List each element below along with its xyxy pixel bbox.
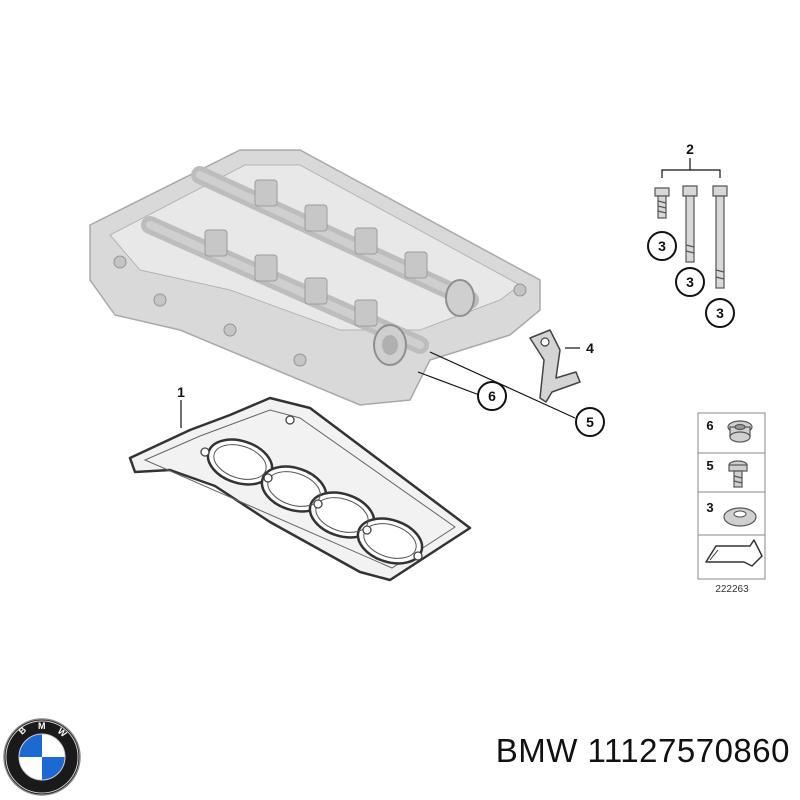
callout-3-b: 3 — [686, 274, 694, 290]
diagram-id: 222263 — [715, 584, 749, 595]
plug-screw-icon — [727, 420, 753, 443]
callout-1: 1 — [177, 384, 185, 400]
arrow-icon — [705, 539, 763, 567]
washer-icon — [723, 507, 757, 527]
callout-circles — [477, 231, 735, 437]
long-bolt-2 — [712, 185, 728, 289]
callout-3-a: 3 — [658, 238, 666, 254]
callout-5: 5 — [586, 414, 594, 430]
callout-4: 4 — [586, 340, 594, 356]
legend-num-6: 6 — [706, 418, 713, 433]
part-number-caption: BMW 11127570860 — [495, 732, 790, 769]
bolt-icon — [728, 460, 748, 488]
cylinder-head-illustration — [89, 149, 541, 406]
svg-text:M: M — [38, 721, 46, 731]
short-bolt — [654, 187, 670, 219]
callout-6: 6 — [488, 388, 496, 404]
svg-text:B: B — [17, 724, 29, 736]
bmw-logo: B M W — [3, 718, 81, 796]
callout-3-c: 3 — [716, 305, 724, 321]
callout-labels: 1 2 3 3 3 4 5 6 — [177, 141, 724, 430]
long-bolt-1 — [682, 185, 698, 263]
callout-2: 2 — [686, 141, 694, 157]
bracket — [529, 329, 581, 403]
bolts-group — [654, 185, 728, 289]
legend-num-3: 3 — [706, 500, 713, 515]
legend-panel: 6 5 3 222263 — [697, 412, 766, 595]
leader-lines — [180, 158, 721, 428]
head-gasket — [128, 396, 472, 582]
legend-num-5: 5 — [706, 458, 713, 473]
